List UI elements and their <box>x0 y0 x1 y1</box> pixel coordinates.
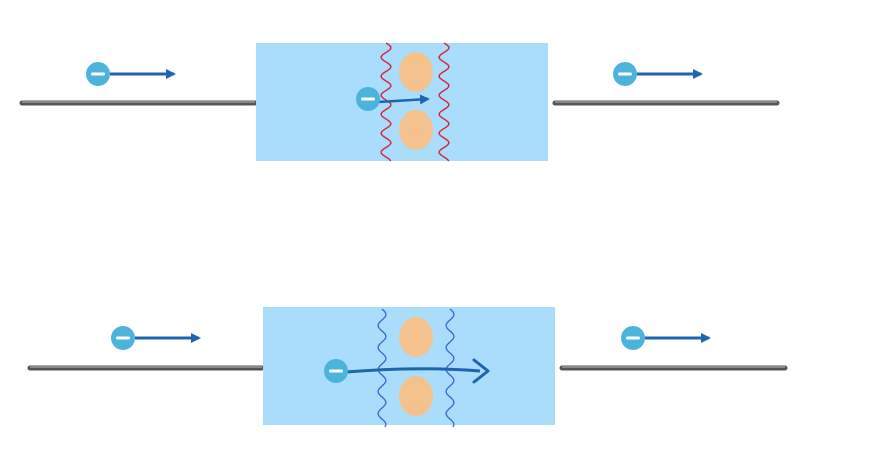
atom <box>399 110 433 150</box>
panel-cold <box>27 307 788 428</box>
arrow-right-icon <box>345 367 481 374</box>
electron-left-bottom <box>111 326 201 350</box>
vibration-wave-hot <box>438 42 450 162</box>
wire-left-bottom <box>27 365 265 371</box>
arrow-right-icon <box>377 94 430 105</box>
electron-right-top <box>613 62 703 86</box>
atom <box>399 376 433 416</box>
electron-left-top <box>86 62 176 86</box>
electron-inside-hot <box>356 87 430 111</box>
wire-left-top <box>19 100 258 106</box>
electron-inside-cold <box>324 358 490 384</box>
wire-right-bottom <box>559 365 788 371</box>
panel-hot <box>19 42 780 162</box>
atom <box>399 52 433 92</box>
electron-right-bottom <box>621 326 711 350</box>
wire-right-top <box>552 100 780 106</box>
vibration-wave-cold <box>377 308 387 428</box>
atom <box>399 317 433 357</box>
arrow-right-icon <box>472 358 490 384</box>
